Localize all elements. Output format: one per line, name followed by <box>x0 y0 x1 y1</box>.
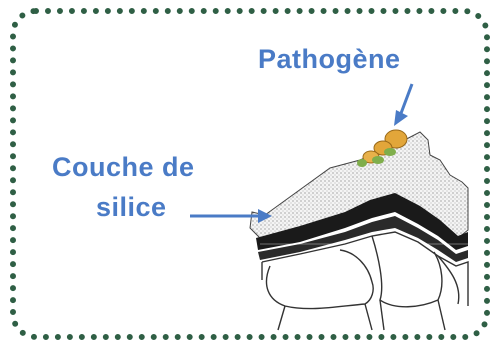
pathogen-green-3 <box>357 159 367 167</box>
pathogen-green-1 <box>384 148 396 156</box>
pathogen-label: Pathogène <box>258 44 401 75</box>
silica-arrow <box>190 209 272 223</box>
pathogen-arrow <box>394 84 412 126</box>
silica-label-line2: silice <box>96 192 167 223</box>
pathogen-green-2 <box>372 156 384 164</box>
silica-label-line1: Couche de <box>52 152 195 183</box>
